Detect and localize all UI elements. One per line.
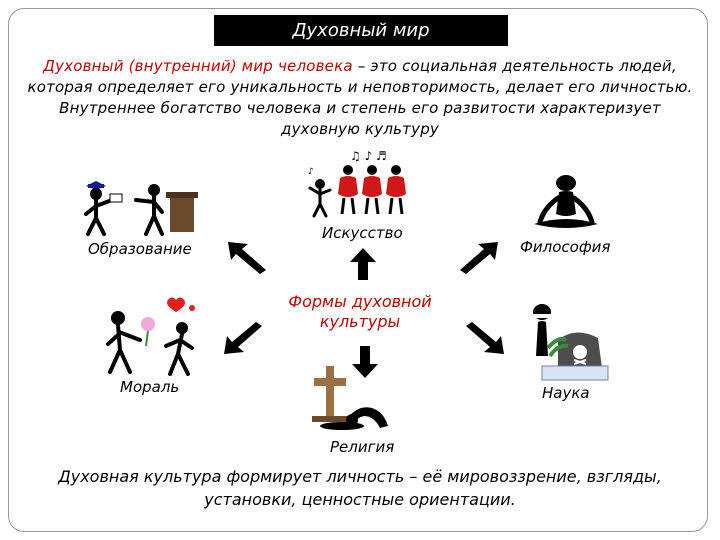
education-illustration: [78, 178, 208, 238]
arrow-to-education: [226, 240, 270, 276]
intro-text: Духовный (внутренний) мир человека – это…: [20, 56, 700, 140]
svg-text:♫ ♪ ♬: ♫ ♪ ♬: [350, 149, 387, 163]
conclusion-text: Духовная культура формирует личность – е…: [12, 465, 708, 511]
art-illustration: ♫ ♪ ♬ ♪: [300, 148, 412, 218]
label-morality: Мораль: [120, 378, 179, 396]
arrow-to-morality: [222, 320, 266, 356]
science-illustration: [528, 300, 612, 386]
arrow-to-religion: [350, 344, 380, 380]
page-title: Духовный мир: [214, 15, 508, 46]
svg-text:♪: ♪: [308, 167, 314, 177]
morality-illustration: [96, 294, 206, 376]
intro-highlight: Духовный (внутренний) мир человека: [43, 57, 353, 75]
label-philosophy: Философия: [520, 238, 610, 256]
philosophy-illustration: [526, 174, 606, 234]
label-religion: Религия: [330, 438, 394, 456]
label-science: Наука: [542, 384, 590, 402]
label-education: Образование: [88, 240, 192, 258]
center-label: Формы духовной культуры: [270, 292, 450, 332]
arrow-to-philosophy: [456, 240, 500, 276]
label-art: Искусство: [322, 224, 403, 242]
arrow-to-science: [462, 320, 506, 356]
arrow-to-art: [348, 246, 378, 282]
